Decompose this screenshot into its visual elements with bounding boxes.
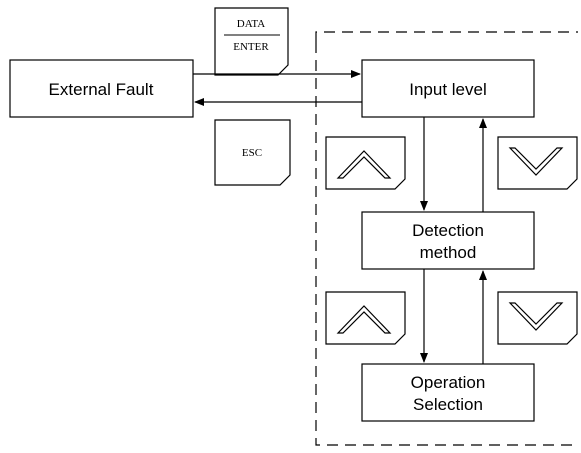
- external-fault-label: External Fault: [49, 80, 154, 99]
- up-arrow-icon: [336, 305, 392, 334]
- up-arrow-key-lower: [325, 291, 406, 345]
- detection-method-box: Detection method: [361, 211, 535, 270]
- dashed-group-border: [315, 42, 578, 446]
- detection-label-line1: Detection: [412, 221, 484, 240]
- operation-label-line2: Selection: [413, 395, 483, 414]
- down-arrow-icon: [508, 302, 564, 331]
- down-arrow-icon: [508, 147, 564, 176]
- detection-label-line2: method: [420, 243, 477, 262]
- up-arrow-key: [325, 136, 406, 190]
- external-fault-box: External Fault: [9, 59, 194, 118]
- enter-key-label: ENTER: [233, 41, 269, 53]
- data-enter-key: DATA ENTER: [214, 7, 289, 76]
- up-arrow-icon: [336, 150, 392, 179]
- down-arrow-key-lower: [497, 291, 578, 345]
- operation-selection-box: Operation Selection: [361, 363, 535, 422]
- esc-key: ESC: [214, 119, 291, 186]
- down-arrow-key: [497, 136, 578, 190]
- data-key-label: DATA: [237, 18, 266, 30]
- input-level-label: Input level: [409, 80, 487, 99]
- esc-key-label: ESC: [242, 147, 262, 159]
- operation-label-line1: Operation: [411, 373, 486, 392]
- input-level-box: Input level: [361, 59, 535, 118]
